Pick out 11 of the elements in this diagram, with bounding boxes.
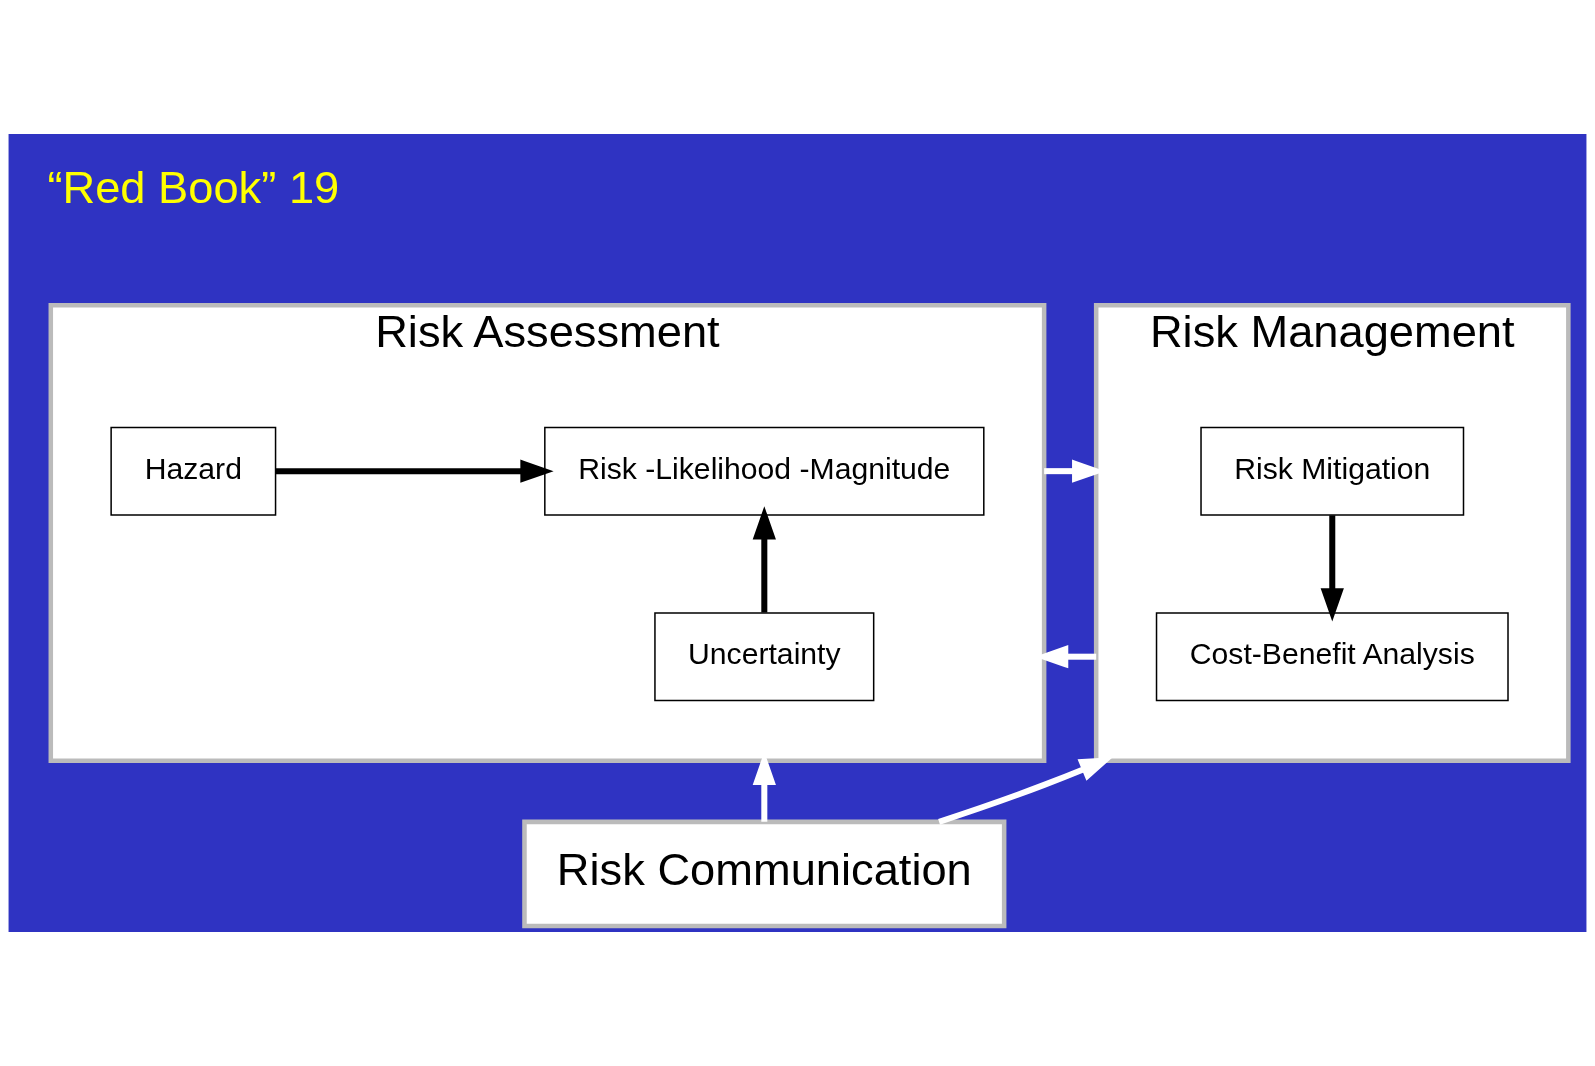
arrow (752, 506, 776, 613)
node-box: Risk Mitigation (1200, 426, 1465, 516)
node-box: Uncertainty (654, 612, 875, 702)
label: “Red Book” 19 (47, 162, 340, 214)
node-box: Hazard (110, 426, 277, 516)
arrow (275, 459, 554, 483)
arrow (1320, 515, 1344, 622)
node-box: Risk Communication (522, 819, 1007, 929)
node-box: Cost-Benefit Analysis (1155, 612, 1509, 702)
node-box: Risk -Likelihood -Magnitude (544, 426, 985, 516)
arrow (938, 757, 1113, 825)
